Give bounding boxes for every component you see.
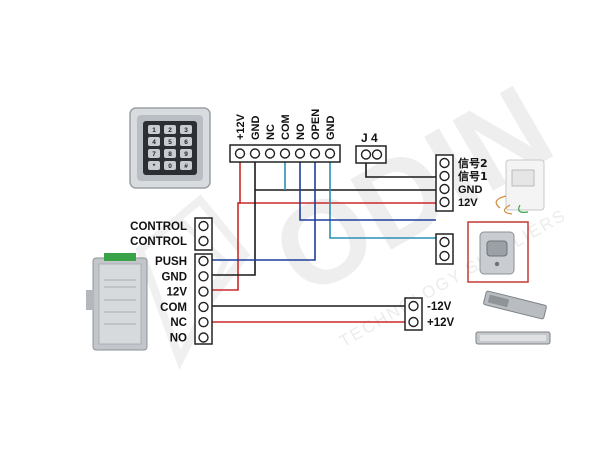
terminal-screw — [439, 183, 450, 195]
keypad-key: 9 — [180, 149, 192, 158]
terminal-screw — [198, 255, 209, 267]
terminal-screw — [294, 148, 306, 159]
keypad-key: 2 — [164, 125, 176, 134]
top-terminal-label: NC — [265, 124, 277, 140]
keypad-key: 8 — [164, 149, 176, 158]
exit-screws — [439, 157, 450, 208]
top-screws — [234, 148, 336, 159]
keypad-keys: 1 2 3 4 5 6 7 8 9 * 0 # — [148, 125, 192, 170]
exit-terminal-label: 信号2 — [458, 156, 488, 170]
magnetic-lock — [475, 331, 551, 345]
wire-blue-open — [210, 155, 316, 261]
keypad-device: 1 2 3 4 5 6 7 8 9 * 0 # — [129, 107, 211, 189]
keypad-key-label: 5 — [168, 139, 172, 146]
top-terminal-label: +12V — [235, 113, 247, 140]
exit-reader-device — [495, 159, 545, 215]
keypad-key-label: 8 — [168, 151, 172, 158]
control-label-2: CONTROL — [130, 236, 187, 248]
terminal-screw — [198, 286, 209, 297]
power-block-label: GND — [161, 271, 187, 283]
keypad-key-label: 7 — [152, 151, 156, 158]
terminal-screw — [198, 271, 209, 282]
keypad-key-label: 9 — [184, 151, 188, 158]
exit-push-button — [467, 221, 529, 283]
terminal-screw — [198, 301, 209, 313]
power-block-label: COM — [160, 302, 187, 314]
control-label-1: CONTROL — [130, 221, 187, 233]
j4-connector: J 4 — [355, 131, 387, 164]
power-block-label: PUSH — [155, 256, 187, 268]
terminal-screw — [198, 332, 209, 343]
keypad-key: 4 — [148, 137, 160, 146]
exit-button-terminal — [435, 233, 454, 265]
terminal-screw — [309, 148, 321, 159]
top-terminal-label: OPEN — [310, 109, 322, 140]
keypad-key: 6 — [180, 137, 192, 146]
power-block-label: NC — [170, 317, 187, 329]
top-terminal-label: NO — [295, 123, 307, 140]
exit-terminal-label: 信号1 — [458, 169, 488, 183]
terminal-screw — [439, 170, 450, 182]
keypad-key: 3 — [180, 125, 192, 134]
keypad-key-label: 4 — [152, 139, 156, 146]
lock-label-plus: +12V — [427, 317, 455, 329]
keypad-key-label: 2 — [168, 127, 172, 134]
exit-terminal-label: 12V — [458, 197, 478, 209]
keypad-key: * — [148, 161, 160, 170]
terminal-screw — [249, 148, 261, 159]
keypad-key-label: 3 — [184, 127, 188, 134]
terminal-screw — [198, 317, 209, 328]
top-terminal-label: GND — [325, 116, 337, 141]
lock-terminal: -12V +12V — [404, 297, 455, 331]
keypad-key-label: 0 — [168, 163, 172, 170]
wire-blue-signal — [299, 155, 436, 221]
exit-terminal-label: GND — [458, 184, 483, 196]
j4-label: J 4 — [361, 131, 378, 145]
wire-black-gnd — [210, 155, 256, 276]
wire-teal-gnd — [329, 155, 436, 239]
top-terminal-label: COM — [280, 114, 292, 140]
terminal-screw — [234, 148, 246, 159]
control-block: CONTROL CONTROL — [130, 217, 213, 251]
wire-black-j4 — [365, 163, 436, 178]
terminal-screw — [264, 148, 276, 159]
terminal-screw — [439, 157, 450, 169]
terminal-screw — [439, 196, 450, 208]
keypad-key-label: # — [184, 163, 188, 170]
power-block-label: NO — [170, 333, 187, 345]
keypad-key: # — [180, 161, 192, 170]
power-supply-unit — [86, 253, 148, 351]
keypad-key-label: * — [153, 163, 156, 170]
wires — [210, 155, 436, 323]
power-block: PUSH GND 12V COM NC NO — [155, 253, 213, 345]
keypad-key: 7 — [148, 149, 160, 158]
keypad-key: 5 — [164, 137, 176, 146]
top-terminal-label: GND — [250, 116, 262, 141]
keypad-key-label: 1 — [152, 127, 156, 134]
power-block-label: 12V — [167, 287, 188, 299]
keypad-key: 0 — [164, 161, 176, 170]
power-screws — [198, 255, 209, 343]
keypad-key-label: 6 — [184, 139, 188, 146]
terminal-screw — [324, 148, 336, 159]
keypad-key: 1 — [148, 125, 160, 134]
terminal-screw — [279, 148, 291, 159]
power-block-labels: PUSH GND 12V COM NC NO — [155, 256, 187, 345]
electric-bolt-lock — [483, 290, 547, 320]
lock-label-minus: -12V — [427, 301, 452, 313]
